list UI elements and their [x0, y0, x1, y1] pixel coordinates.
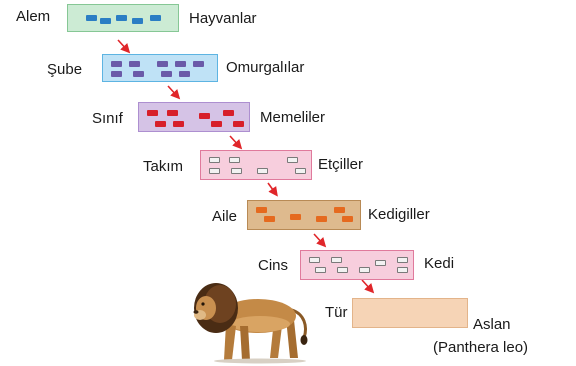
organism-cell: [175, 61, 186, 67]
organism-cell: [173, 121, 184, 127]
organism-cell: [233, 121, 244, 127]
arrow-takim-aile: [267, 182, 278, 197]
organism-cell: [211, 121, 222, 127]
organism-cell: [157, 61, 168, 67]
organism-cell: [309, 257, 320, 263]
arrow-sube-sinif: [167, 85, 181, 100]
organism-cell: [287, 157, 298, 163]
level-box-aile: [247, 200, 361, 230]
arrow-aile-cins: [313, 233, 327, 248]
organism-cell: [342, 216, 353, 222]
organism-cell: [315, 267, 326, 273]
organism-cell: [193, 61, 204, 67]
taxon-label-sinif: Memeliler: [260, 109, 326, 126]
rank-label-aile: Aile: [212, 208, 238, 225]
organism-cell: [209, 157, 220, 163]
taxon-label-cins: Kedi: [424, 255, 455, 272]
level-box-takim: [200, 150, 312, 180]
organism-cell: [116, 15, 127, 21]
organism-cell: [316, 216, 327, 222]
taxon-label-tur: Aslan: [473, 316, 511, 333]
taxon-label-alem: Hayvanlar: [189, 10, 257, 27]
level-box-sinif: [138, 102, 250, 132]
organism-cell: [397, 267, 408, 273]
level-box-cins: [300, 250, 414, 280]
arrow-alem-sube: [117, 39, 131, 54]
organism-cell: [167, 110, 178, 116]
rank-label-tur: Tür: [325, 304, 348, 321]
rank-label-takim: Takım: [143, 158, 184, 175]
organism-cell: [179, 71, 190, 77]
organism-cell: [231, 168, 242, 174]
organism-cell: [100, 18, 111, 24]
organism-cell: [111, 61, 122, 67]
organism-cell: [375, 260, 386, 266]
organism-cell: [229, 157, 240, 163]
organism-cell: [295, 168, 306, 174]
organism-cell: [86, 15, 97, 21]
organism-cell: [290, 214, 301, 220]
organism-cell: [155, 121, 166, 127]
rank-label-sinif: Sınıf: [92, 110, 123, 127]
taxon-label-aile: Kedigiller: [368, 206, 430, 223]
rank-label-sube: Şube: [47, 61, 83, 78]
organism-cell: [397, 257, 408, 263]
arrow-sinif-takim: [229, 135, 243, 150]
organism-cell: [147, 110, 158, 116]
rank-label-cins: Cins: [258, 257, 289, 274]
taxon-scientific-name: (Panthera leo): [433, 339, 529, 356]
organism-cell: [161, 71, 172, 77]
organism-cell: [331, 257, 342, 263]
organism-cell: [257, 168, 268, 174]
organism-cell: [264, 216, 275, 222]
organism-cell: [223, 110, 234, 116]
rank-label-alem: Alem: [16, 8, 51, 25]
level-box-tur: [352, 298, 468, 328]
level-box-sube: [102, 54, 218, 82]
organism-cell: [256, 207, 267, 213]
taxon-label-takim: Etçiller: [318, 156, 364, 173]
organism-cell: [209, 168, 220, 174]
organism-cell: [150, 15, 161, 21]
organism-cell: [337, 267, 348, 273]
arrow-cins-tur: [361, 279, 375, 294]
organism-cell: [132, 18, 143, 24]
organism-cell: [359, 267, 370, 273]
lion-image: [193, 283, 308, 364]
organism-cell: [129, 61, 140, 67]
organism-cell: [199, 113, 210, 119]
level-box-alem: [67, 4, 179, 32]
organism-cell: [133, 71, 144, 77]
organism-cell: [334, 207, 345, 213]
taxon-label-sube: Omurgalılar: [226, 59, 305, 76]
organism-cell: [111, 71, 122, 77]
